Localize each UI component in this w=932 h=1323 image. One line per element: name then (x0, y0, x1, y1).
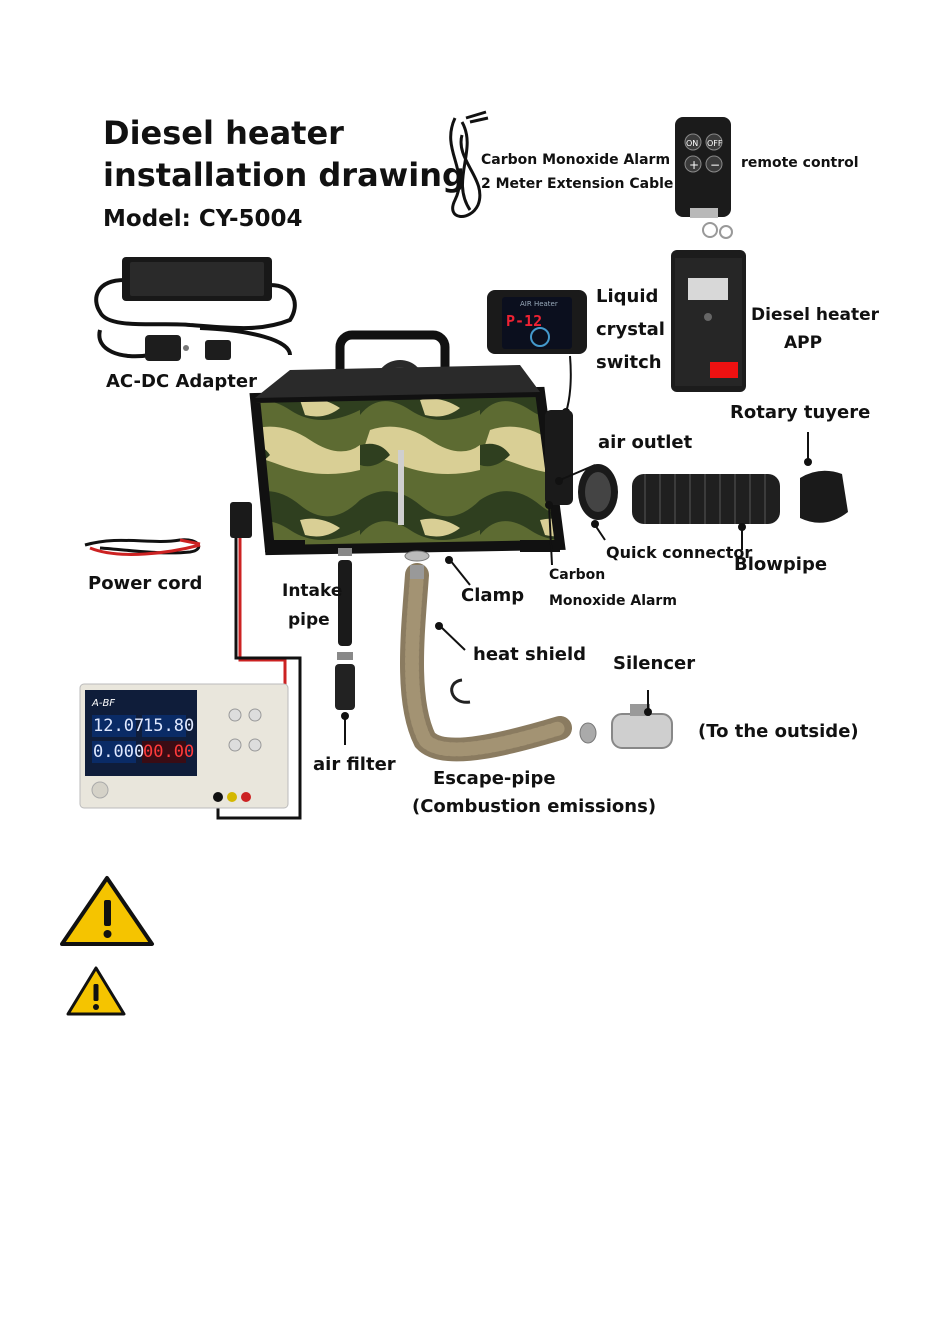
heat-shield-label: heat shield (473, 644, 587, 665)
extension-cable-icon (449, 110, 489, 218)
air-outlet-label: air outlet (598, 432, 693, 453)
to-the-outside-label: (To the outside) (698, 721, 859, 742)
lcd-switch-icon: AIR Heater P-12 (487, 290, 587, 354)
escape-pipe-icon (400, 550, 572, 762)
psu-current-set: 0.000 (93, 742, 144, 762)
warning-small-icon (66, 966, 126, 1016)
carbon-monoxide-alarm-label-2: Monoxide Alarm (549, 593, 677, 609)
intake-pipe-icon (335, 548, 355, 745)
adapter-icon (94, 257, 297, 361)
diesel-heater-app-label-1: Diesel heater (751, 305, 880, 325)
rotary-tuyere-label: Rotary tuyere (730, 402, 871, 423)
escape-pipe-label-1: Escape-pipe (433, 768, 556, 789)
quick-connector-label: Quick connector (606, 543, 753, 562)
psu-current-out: 00.00 (143, 742, 194, 762)
heater-body-icon (249, 330, 573, 556)
warning-large-icon (60, 876, 154, 946)
remote-plus-label: + (689, 158, 699, 172)
diesel-heater-app-label-2: APP (784, 333, 823, 353)
psu-brand: A-BF (91, 698, 115, 709)
liquid-crystal-label-2: crystal (596, 319, 665, 340)
remote-off-label: OFF (707, 139, 723, 148)
liquid-crystal-label-3: switch (596, 352, 662, 373)
remote-on-label: ON (686, 139, 698, 148)
psu-voltage-out: 15.80 (143, 716, 194, 736)
intake-pipe-label-2: pipe (288, 610, 330, 630)
co-alarm-cable-label-1: Carbon Monoxide Alarm (481, 152, 671, 168)
air-outlet-parts-icon (545, 464, 848, 566)
liquid-crystal-label-1: Liquid (596, 286, 659, 307)
phone-app-icon (671, 250, 746, 392)
remote-control-label: remote control (741, 155, 859, 171)
escape-pipe-label-2: (Combustion emissions) (412, 796, 657, 817)
air-filter-label: air filter (313, 754, 396, 775)
blowpipe-label: Blowpipe (734, 554, 828, 575)
title-line-2: installation drawing (103, 156, 465, 194)
model-label: Model: CY-5004 (103, 206, 303, 232)
clamp-label: Clamp (461, 585, 525, 606)
title-line-1: Diesel heater (103, 114, 344, 152)
silencer-icon (579, 690, 673, 749)
power-supply-icon: 12.07 15.80 0.000 00.00 A-BF (79, 683, 289, 809)
lcd-brand: AIR Heater (520, 300, 558, 308)
remote-control-icon (675, 117, 733, 239)
lcd-code: P-12 (506, 312, 542, 330)
power-cord-label: Power cord (88, 573, 203, 594)
intake-pipe-label-1: Intake (282, 581, 343, 601)
silencer-label: Silencer (613, 653, 696, 674)
psu-voltage-set: 12.07 (93, 716, 144, 736)
power-cord-icon (84, 538, 201, 556)
ac-dc-adapter-label: AC-DC Adapter (106, 371, 257, 392)
remote-minus-label: − (710, 158, 720, 172)
carbon-monoxide-alarm-label-1: Carbon (549, 567, 606, 583)
co-alarm-cable-label-2: 2 Meter Extension Cable (481, 176, 674, 192)
